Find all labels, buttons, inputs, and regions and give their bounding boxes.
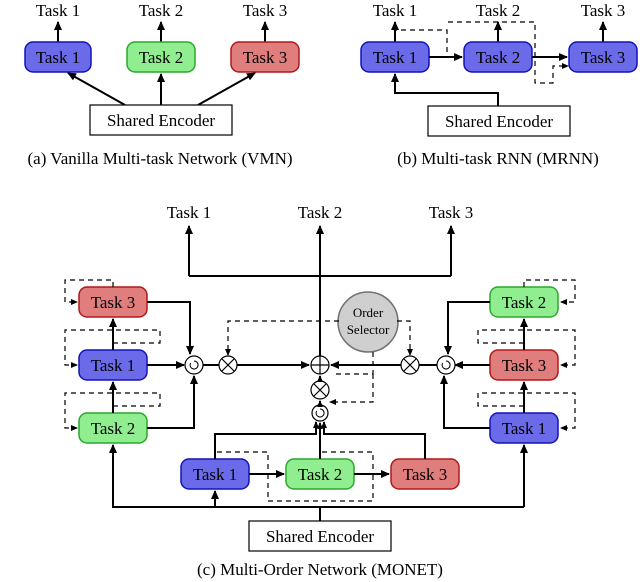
order-selector: Order Selector xyxy=(337,291,399,353)
vmn-output-label-task3: Task 3 xyxy=(243,1,288,20)
vmn-task2-box: Task 2 xyxy=(126,41,196,73)
order-selector-label-line2: Selector xyxy=(347,322,390,337)
left-task1-box: Task 1 xyxy=(78,349,148,381)
right-task2-label: Task 2 xyxy=(502,293,547,312)
right-task3-label: Task 3 xyxy=(502,356,547,375)
mrnn-task2-box: Task 2 xyxy=(463,41,533,73)
monet-shared-encoder-box: Shared Encoder xyxy=(248,520,392,552)
left-task3-box: Task 3 xyxy=(78,286,148,318)
right-task1-box: Task 1 xyxy=(489,412,559,444)
caption-b: (b) Multi-task RNN (MRNN) xyxy=(397,149,599,168)
mrnn-task3-label: Task 3 xyxy=(581,48,626,67)
monet-shared-encoder-label: Shared Encoder xyxy=(266,527,374,546)
vmn-shared-encoder-box: Shared Encoder xyxy=(89,104,233,136)
mrnn-shared-encoder-label: Shared Encoder xyxy=(445,112,553,131)
order-selector-label-line1: Order xyxy=(353,305,384,320)
left-task2-box: Task 2 xyxy=(78,412,148,444)
mrnn-output-label-task3: Task 3 xyxy=(581,1,626,20)
panel-vmn: Task 1 Task 2 Task 3 Task 1 Task 2 Task … xyxy=(24,1,300,168)
left-task3-label: Task 3 xyxy=(91,293,136,312)
monet-output-label-task3: Task 3 xyxy=(429,203,474,222)
mrnn-output-label-task1: Task 1 xyxy=(373,1,418,20)
monet-output-label-task1: Task 1 xyxy=(167,203,212,222)
mrnn-shared-encoder-box: Shared Encoder xyxy=(427,105,571,137)
mrnn-task1-box: Task 1 xyxy=(360,41,430,73)
left-reorder-op xyxy=(184,355,204,375)
mrnn-task2-label: Task 2 xyxy=(476,48,521,67)
caption-c: (c) Multi-Order Network (MONET) xyxy=(197,560,443,579)
left-task2-label: Task 2 xyxy=(91,419,136,438)
bottom-task3-label: Task 3 xyxy=(403,465,448,484)
bottom-task3-box: Task 3 xyxy=(390,458,460,490)
center-reorder-op xyxy=(311,404,329,422)
panel-monet: Task 1 Task 2 Task 3 Order Selector Task… xyxy=(64,203,576,579)
vmn-shared-encoder-label: Shared Encoder xyxy=(107,111,215,130)
vmn-task1-box: Task 1 xyxy=(24,41,92,73)
mrnn-task3-box: Task 3 xyxy=(568,41,638,73)
vmn-output-label-task2: Task 2 xyxy=(139,1,184,20)
right-reorder-op xyxy=(436,355,456,375)
vmn-task2-label: Task 2 xyxy=(139,48,184,67)
bottom-task1-label: Task 1 xyxy=(193,465,238,484)
right-task1-label: Task 1 xyxy=(502,419,547,438)
right-task2-box: Task 2 xyxy=(489,286,559,318)
vmn-task3-box: Task 3 xyxy=(230,41,300,73)
vmn-task1-label: Task 1 xyxy=(36,48,81,67)
caption-a: (a) Vanilla Multi-task Network (VMN) xyxy=(27,149,292,168)
bottom-task2-label: Task 2 xyxy=(298,465,343,484)
vmn-output-label-task1: Task 1 xyxy=(36,1,81,20)
vmn-task3-label: Task 3 xyxy=(243,48,288,67)
mrnn-task1-label: Task 1 xyxy=(373,48,418,67)
monet-output-label-task2: Task 2 xyxy=(298,203,343,222)
bottom-task2-box: Task 2 xyxy=(285,458,355,490)
panel-mrnn: Task 1 Task 2 Task 3 Task 1 Task 2 Task … xyxy=(360,1,638,168)
mrnn-output-label-task2: Task 2 xyxy=(476,1,521,20)
left-task1-label: Task 1 xyxy=(91,356,136,375)
right-task3-box: Task 3 xyxy=(489,349,559,381)
bottom-task1-box: Task 1 xyxy=(180,458,250,490)
